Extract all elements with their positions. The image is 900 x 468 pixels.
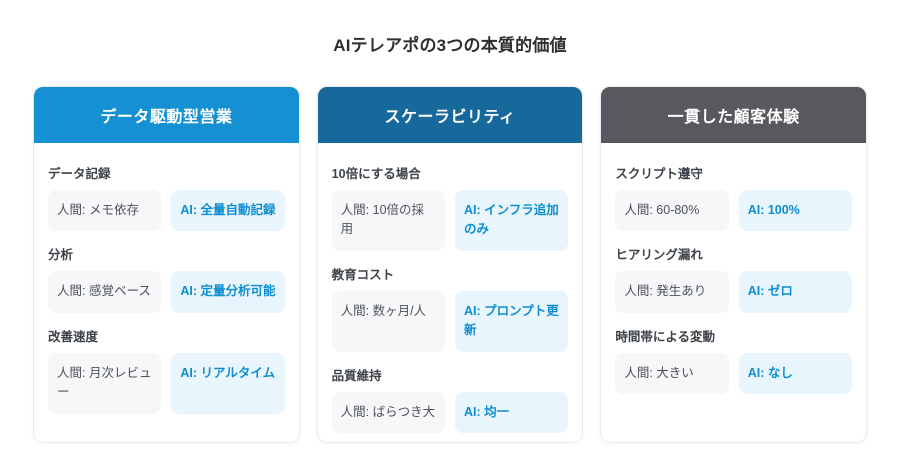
page-title: AIテレアポの3つの本質的価値 xyxy=(333,36,567,55)
human-value-box: 人間: 数ヶ月/人 xyxy=(331,290,446,352)
card-body: スクリプト遵守人間: 60-80%AI: 100% ヒアリング漏れ人間: 発生あり… xyxy=(601,143,866,408)
card-header: スケーラビリティ xyxy=(317,87,583,143)
ai-value-box: AI: 全量自動記録 xyxy=(171,190,285,232)
row-label: 時間帯による変動 xyxy=(615,329,715,344)
ai-value-box: AI: ゼロ xyxy=(738,271,853,313)
ai-value-box: AI: インフラ追加のみ xyxy=(455,190,569,251)
row-label: データ記録 xyxy=(48,167,111,181)
ai-value-box: AI: プロンプト更新 xyxy=(455,290,569,352)
ai-value-box: AI: なし xyxy=(738,352,853,395)
human-value-box: 人間: 発生あり xyxy=(615,271,729,313)
card-title: データ駆動型営業 xyxy=(100,109,233,126)
row-label: 10倍にする場合 xyxy=(331,167,421,181)
human-value-box: 人間: メモ依存 xyxy=(48,190,162,232)
row-label: 分析 xyxy=(48,248,74,263)
row-label: 教育コスト xyxy=(331,267,395,282)
row-label: ヒアリング漏れ xyxy=(615,248,703,263)
human-value-box: 人間: 大きい xyxy=(615,352,729,395)
ai-value-box: AI: 定量分析可能 xyxy=(171,271,285,313)
value-card: 一貫した顧客体験スクリプト遵守人間: 60-80%AI: 100% ヒアリング漏れ… xyxy=(600,86,868,443)
human-value-box: 人間: 感覚ベース xyxy=(48,271,162,313)
ai-value-box: AI: リアルタイム xyxy=(171,352,285,414)
card-header: 一貫した顧客体験 xyxy=(601,87,867,143)
card-title: スケーラビリティ xyxy=(384,109,516,126)
human-value-box: 人間: 月次レビュー xyxy=(48,352,162,414)
comparison-row: 人間: 60-80%AI: 100% xyxy=(615,190,853,232)
row-label: スクリプト遵守 xyxy=(615,167,703,181)
row-label: 改善速度 xyxy=(48,329,99,344)
row-label: 品質維持 xyxy=(331,368,382,383)
card-header: データ駆動型営業 xyxy=(34,87,299,143)
ai-value-box: AI: 100% xyxy=(738,190,853,232)
human-value-box: 人間: 60-80% xyxy=(615,190,729,232)
card-title: 一貫した顧客体験 xyxy=(667,109,800,126)
human-value-box: 人間: ばらつき大 xyxy=(331,391,446,433)
human-value-box: 人間: 10倍の採用 xyxy=(331,190,446,251)
ai-value-box: AI: 均一 xyxy=(455,391,569,433)
